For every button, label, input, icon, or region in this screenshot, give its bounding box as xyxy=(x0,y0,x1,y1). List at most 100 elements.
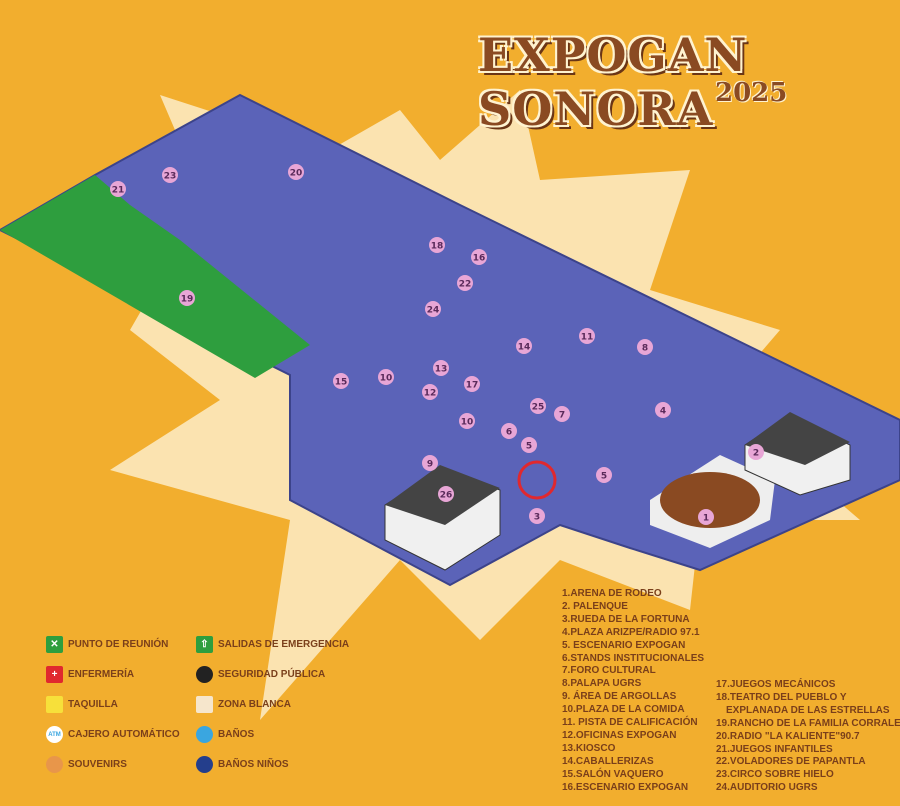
location-marker-label: 16 xyxy=(473,254,486,264)
legend-label: PUNTO DE REUNIÓN xyxy=(68,639,169,650)
emergency-exit-icon: ⇧ xyxy=(196,636,213,653)
location-marker-label: 20 xyxy=(290,169,303,179)
location-marker-2[interactable] xyxy=(748,444,764,460)
legend-item: SOUVENIRS xyxy=(46,756,127,773)
legend-label: CAJERO AUTOMÁTICO xyxy=(68,729,180,740)
place-entry: 11. PISTA DE CALIFICACIÓN xyxy=(562,717,698,729)
place-entry: 19.RANCHO DE LA FAMILIA CORRALES xyxy=(716,717,900,729)
place-entry: 22.VOLADORES DE PAPANTLA xyxy=(716,756,866,768)
legend-item: TAQUILLA xyxy=(46,696,118,713)
location-marker-label: 5 xyxy=(526,442,532,452)
place-entry: 3.RUEDA DE LA FORTUNA xyxy=(562,613,690,625)
location-marker-7[interactable] xyxy=(554,406,570,422)
place-entry: 15.SALÓN VAQUERO xyxy=(562,768,664,780)
location-marker-label: 18 xyxy=(431,242,444,252)
location-marker-label: 21 xyxy=(112,186,125,196)
location-marker-label: 2 xyxy=(753,449,759,459)
ticket-icon xyxy=(46,696,63,713)
location-marker-9[interactable] xyxy=(422,455,438,471)
location-marker-12[interactable] xyxy=(422,384,438,400)
location-marker-16[interactable] xyxy=(471,249,487,265)
location-marker-21[interactable] xyxy=(110,181,126,197)
place-entry: 21.JUEGOS INFANTILES xyxy=(716,743,833,755)
location-marker-label: 5 xyxy=(601,472,607,482)
location-marker-26[interactable] xyxy=(438,486,454,502)
event-title: EXPOGAN SONORA xyxy=(478,28,748,136)
location-marker-label: 23 xyxy=(164,172,177,182)
place-entry: 4.PLAZA ARIZPE/RADIO 97.1 xyxy=(562,626,700,638)
location-marker-label: 3 xyxy=(534,513,540,523)
event-year: 2025 xyxy=(715,78,788,108)
location-marker-11[interactable] xyxy=(579,328,595,344)
legend-item: ⇧ SALIDAS DE EMERGENCIA xyxy=(196,636,349,653)
location-marker-10[interactable] xyxy=(459,413,475,429)
place-entry: 16.ESCENARIO EXPOGAN xyxy=(562,781,689,793)
restroom-icon xyxy=(196,726,213,743)
location-marker-5[interactable] xyxy=(596,467,612,483)
location-marker-label: 8 xyxy=(642,344,648,354)
legend-item: ZONA BLANCA xyxy=(196,696,291,713)
location-marker-label: 26 xyxy=(440,491,453,501)
place-entry: 2. PALENQUE xyxy=(562,600,628,612)
zona-blanca-icon xyxy=(196,696,213,713)
place-entry: 13.KIOSCO xyxy=(562,742,616,754)
place-entry: 1.ARENA DE RODEO xyxy=(562,588,662,599)
location-marker-20[interactable] xyxy=(288,164,304,180)
legend-item: ATM CAJERO AUTOMÁTICO xyxy=(46,726,180,743)
legend-label: TAQUILLA xyxy=(68,699,118,710)
place-entry: 8.PALAPA UGRS xyxy=(562,678,642,690)
place-entry: 17.JUEGOS MECÁNICOS xyxy=(716,679,836,690)
location-marker-17[interactable] xyxy=(464,376,480,392)
location-marker-label: 1 xyxy=(703,514,709,524)
green-area xyxy=(0,175,310,378)
location-marker-label: 14 xyxy=(518,343,531,353)
location-marker-13[interactable] xyxy=(433,360,449,376)
location-marker-10[interactable] xyxy=(378,369,394,385)
place-entry: 6.STANDS INSTITUCIONALES xyxy=(562,652,705,664)
legend-label: SEGURIDAD PÚBLICA xyxy=(218,669,326,680)
kids-restroom-icon xyxy=(196,756,213,773)
location-marker-22[interactable] xyxy=(457,275,473,291)
medical-cross-icon: + xyxy=(46,666,63,683)
location-marker-6[interactable] xyxy=(501,423,517,439)
place-entry: 10.PLAZA DE LA COMIDA xyxy=(562,704,685,716)
location-marker-label: 7 xyxy=(559,411,565,421)
fairground-ground xyxy=(0,93,900,587)
location-marker-14[interactable] xyxy=(516,338,532,354)
place-entry: EXPLANADA DE LAS ESTRELLAS xyxy=(726,704,890,716)
atm-icon: ATM xyxy=(46,726,63,743)
arena-floor xyxy=(660,472,760,528)
location-marker-1[interactable] xyxy=(698,509,714,525)
legend-label: ZONA BLANCA xyxy=(218,699,291,710)
location-marker-25[interactable] xyxy=(530,398,546,414)
legend-item: + ENFERMERÍA xyxy=(46,666,134,683)
location-marker-5[interactable] xyxy=(521,437,537,453)
place-entry: 24.AUDITORIO UGRS xyxy=(716,782,818,794)
location-marker-18[interactable] xyxy=(429,237,445,253)
place-entry: 5. ESCENARIO EXPOGAN xyxy=(562,639,686,651)
police-cap-icon xyxy=(196,666,213,683)
location-marker-15[interactable] xyxy=(333,373,349,389)
location-marker-3[interactable] xyxy=(529,508,545,524)
legend-label: SOUVENIRS xyxy=(68,759,127,770)
legend-label: ENFERMERÍA xyxy=(68,669,135,680)
location-marker-4[interactable] xyxy=(655,402,671,418)
location-marker-label: 12 xyxy=(424,389,437,399)
location-marker-label: 10 xyxy=(380,374,393,384)
location-marker-8[interactable] xyxy=(637,339,653,355)
location-marker-23[interactable] xyxy=(162,167,178,183)
location-marker-label: 13 xyxy=(435,365,448,375)
legend-item: BAÑOS xyxy=(196,726,254,743)
legend-item: SEGURIDAD PÚBLICA xyxy=(196,666,325,683)
place-entry: 18.TEATRO DEL PUEBLO Y xyxy=(716,691,847,703)
location-marker-24[interactable] xyxy=(425,301,441,317)
legend-label: SALIDAS DE EMERGENCIA xyxy=(218,639,350,650)
location-marker-label: 11 xyxy=(581,333,594,343)
location-marker-label: 25 xyxy=(532,403,545,413)
location-marker-label: 24 xyxy=(427,306,440,316)
place-entry: 9. ÁREA DE ARGOLLAS xyxy=(562,691,677,703)
location-marker-19[interactable] xyxy=(179,290,195,306)
